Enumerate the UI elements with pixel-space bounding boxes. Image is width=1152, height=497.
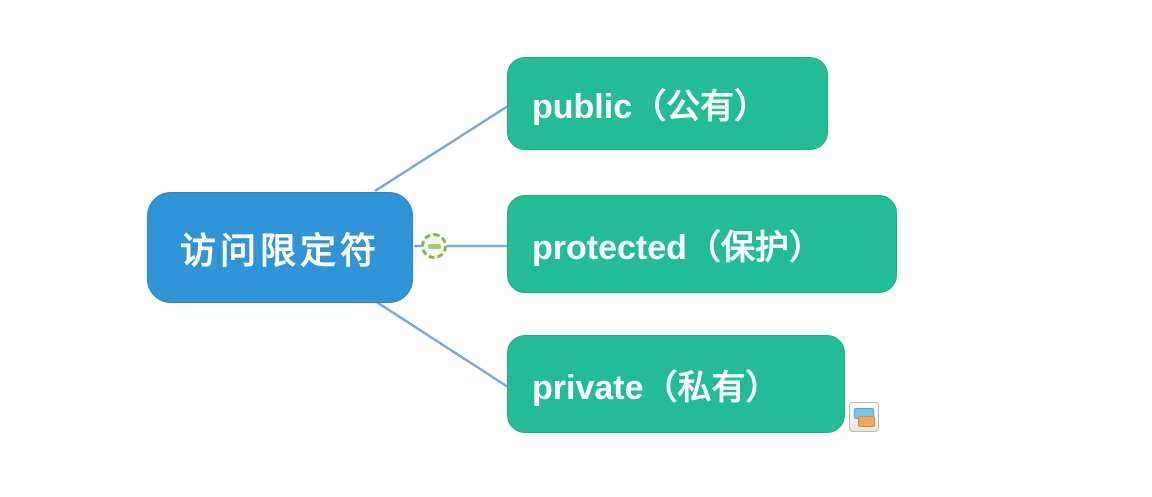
child-node-private[interactable]: private（私有）: [507, 335, 845, 433]
mini-topics-icon[interactable]: [849, 402, 879, 432]
root-node-access-specifier[interactable]: 访问限定符: [147, 192, 413, 303]
root-node-label: 访问限定符: [179, 229, 380, 271]
child-node-public[interactable]: public（公有）: [507, 57, 828, 150]
child-node-protected-label: protected（保护）: [532, 228, 823, 267]
child-node-protected[interactable]: protected（保护）: [507, 195, 897, 293]
minus-bar: [427, 243, 441, 249]
child-node-public-label: public（公有）: [532, 88, 769, 126]
connector-private: [374, 299, 509, 389]
collapse-minus-icon[interactable]: [421, 233, 447, 259]
connector-public: [374, 104, 509, 193]
child-node-private-label: private（私有）: [532, 368, 780, 407]
mini-topic-orange-rect: [858, 416, 875, 427]
